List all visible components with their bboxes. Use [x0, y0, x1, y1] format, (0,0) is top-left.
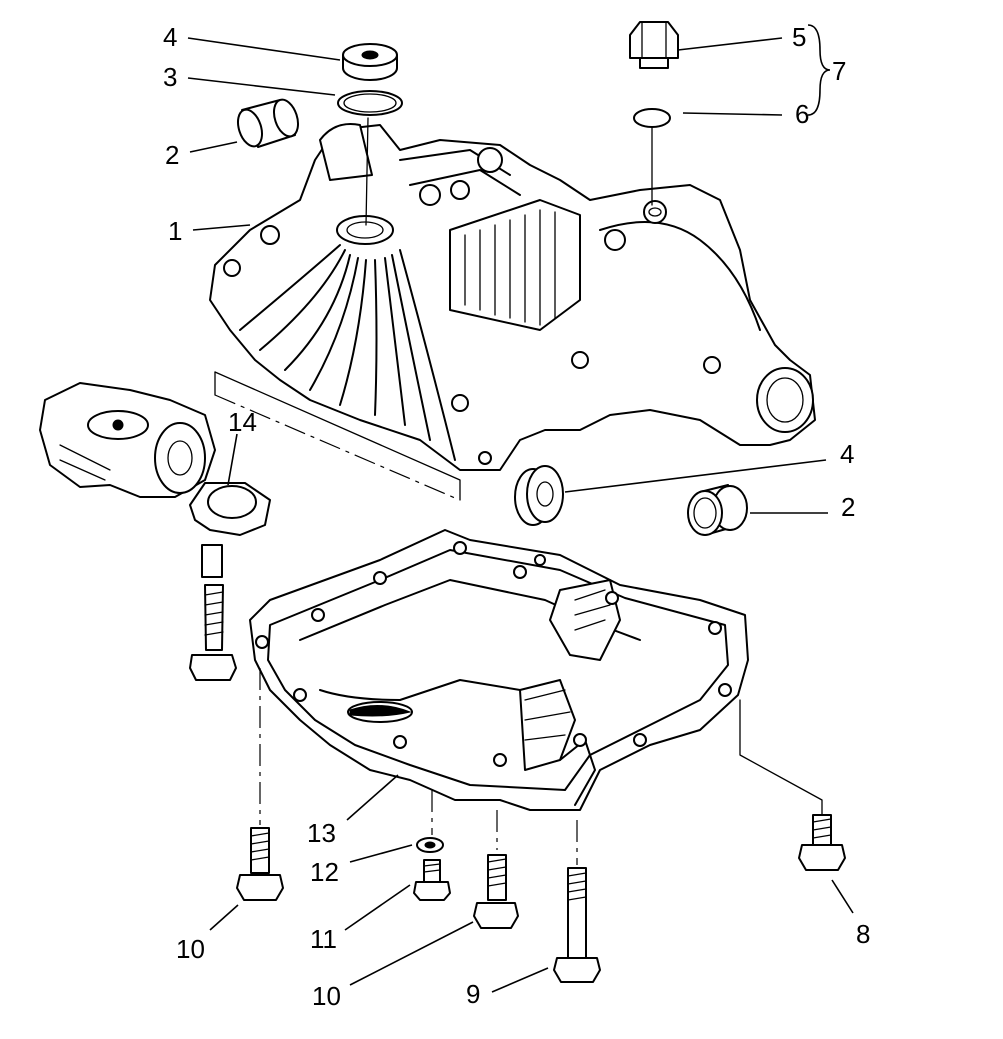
callout-11: 11: [310, 924, 337, 954]
callout-4-top: 4: [163, 22, 177, 52]
callout-6: 6: [795, 99, 809, 129]
callout-2-top: 2: [165, 140, 179, 170]
washer: [416, 837, 444, 853]
callout-14: 14: [228, 407, 257, 437]
callout-2-lower: 2: [841, 492, 855, 522]
callout-3: 3: [163, 62, 177, 92]
bolt-8: [798, 814, 846, 871]
callout-5: 5: [792, 22, 806, 52]
bushing-lower: [687, 484, 748, 536]
callout-1: 1: [168, 216, 182, 246]
seal-lower: [514, 465, 564, 526]
filter-bracket: [189, 482, 271, 681]
plug-small: [413, 859, 451, 901]
callout-labels: 4 3 2 1 5 6 7 4 2 14 13 12 11 10 10 9 8: [163, 22, 870, 1011]
callout-8: 8: [856, 919, 870, 949]
upper-housing: [209, 123, 816, 471]
leader-lines: [187, 24, 854, 993]
bolt-9: [553, 867, 601, 983]
callout-10-middle: 10: [312, 981, 341, 1011]
bolt-10-middle: [473, 854, 519, 929]
callout-4-lower: 4: [840, 439, 854, 469]
callout-7: 7: [832, 56, 846, 86]
lower-housing: [249, 529, 749, 811]
callout-10-left: 10: [176, 934, 205, 964]
plug: [629, 21, 679, 69]
retaining-ring: [337, 90, 403, 116]
bolt-10-left: [236, 827, 284, 901]
seal-top: [342, 43, 398, 81]
o-ring: [633, 108, 671, 128]
filter-assembly: [39, 382, 216, 498]
callout-9: 9: [466, 979, 480, 1009]
bushing-top: [237, 98, 299, 148]
callout-12: 12: [310, 857, 339, 887]
callout-13: 13: [307, 818, 336, 848]
